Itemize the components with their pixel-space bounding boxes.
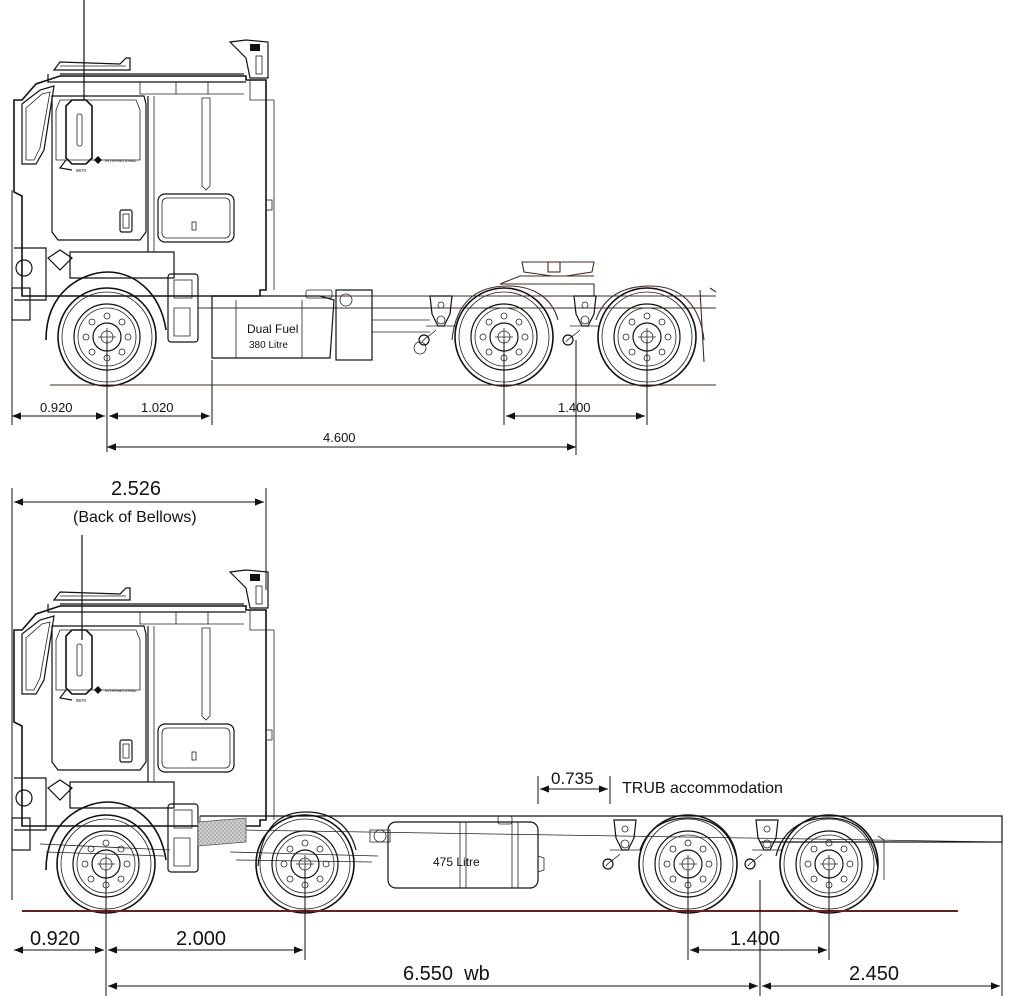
top-fuel-tank-capacity: 380 Litre — [249, 340, 288, 351]
top-dim-wheelbase: 4.600 — [323, 430, 356, 445]
bottom-cab-length: 2.526 — [111, 478, 161, 500]
top-fuel-tank-label: Dual Fuel — [247, 322, 298, 336]
trub-dimension: 0.735 TRUB accommodation — [537, 769, 783, 804]
bottom-truck: 2.526 (Back of Bellows) INTERNATIONAL 98… — [11, 478, 1003, 996]
bottom-cab-model: 9870 — [76, 698, 87, 703]
top-dimensions: 0.920 1.020 1.400 4.600 — [11, 190, 648, 455]
top-cab-model: 9870 — [76, 168, 87, 173]
top-dim-cab-to-axle: 1.020 — [141, 400, 174, 415]
bottom-dimensions: 0.920 2.000 1.400 6.550 wb 2.450 — [14, 842, 1003, 996]
bottom-cab-length-note: (Back of Bellows) — [73, 509, 197, 526]
bottom-dim-rear-overhang: 2.450 — [849, 963, 899, 985]
bottom-dim-front-axle-spread: 2.000 — [176, 928, 226, 950]
top-cab — [11, 39, 275, 343]
bottom-fuel-tank: 475 Litre — [387, 815, 545, 889]
bottom-dim-wheelbase: 6.550 wb — [403, 963, 490, 985]
bottom-dim-rear-axle-spread: 1.400 — [730, 928, 780, 950]
bottom-hatched-area — [197, 817, 247, 847]
bottom-dim-front-overhang: 0.920 — [30, 928, 80, 950]
top-dim-front-overhang: 0.920 — [40, 400, 73, 415]
fifth-wheel — [499, 261, 595, 296]
bottom-cab-length-dimension: 2.526 (Back of Bellows) — [11, 478, 267, 900]
top-cab-badge: INTERNATIONAL — [105, 158, 137, 163]
trub-dim-value: 0.735 — [551, 769, 594, 788]
bottom-fuel-tank-capacity: 475 Litre — [433, 855, 480, 869]
bottom-cab-badge: INTERNATIONAL — [105, 688, 137, 693]
trub-label: TRUB accommodation — [622, 780, 783, 797]
top-truck: INTERNATIONAL 9870 Dual Fuel 380 Litre — [11, 0, 717, 455]
top-dim-rear-axle-spread: 1.400 — [558, 400, 591, 415]
top-battery-box — [335, 289, 373, 361]
top-fuel-tank: Dual Fuel 380 Litre — [211, 289, 335, 359]
